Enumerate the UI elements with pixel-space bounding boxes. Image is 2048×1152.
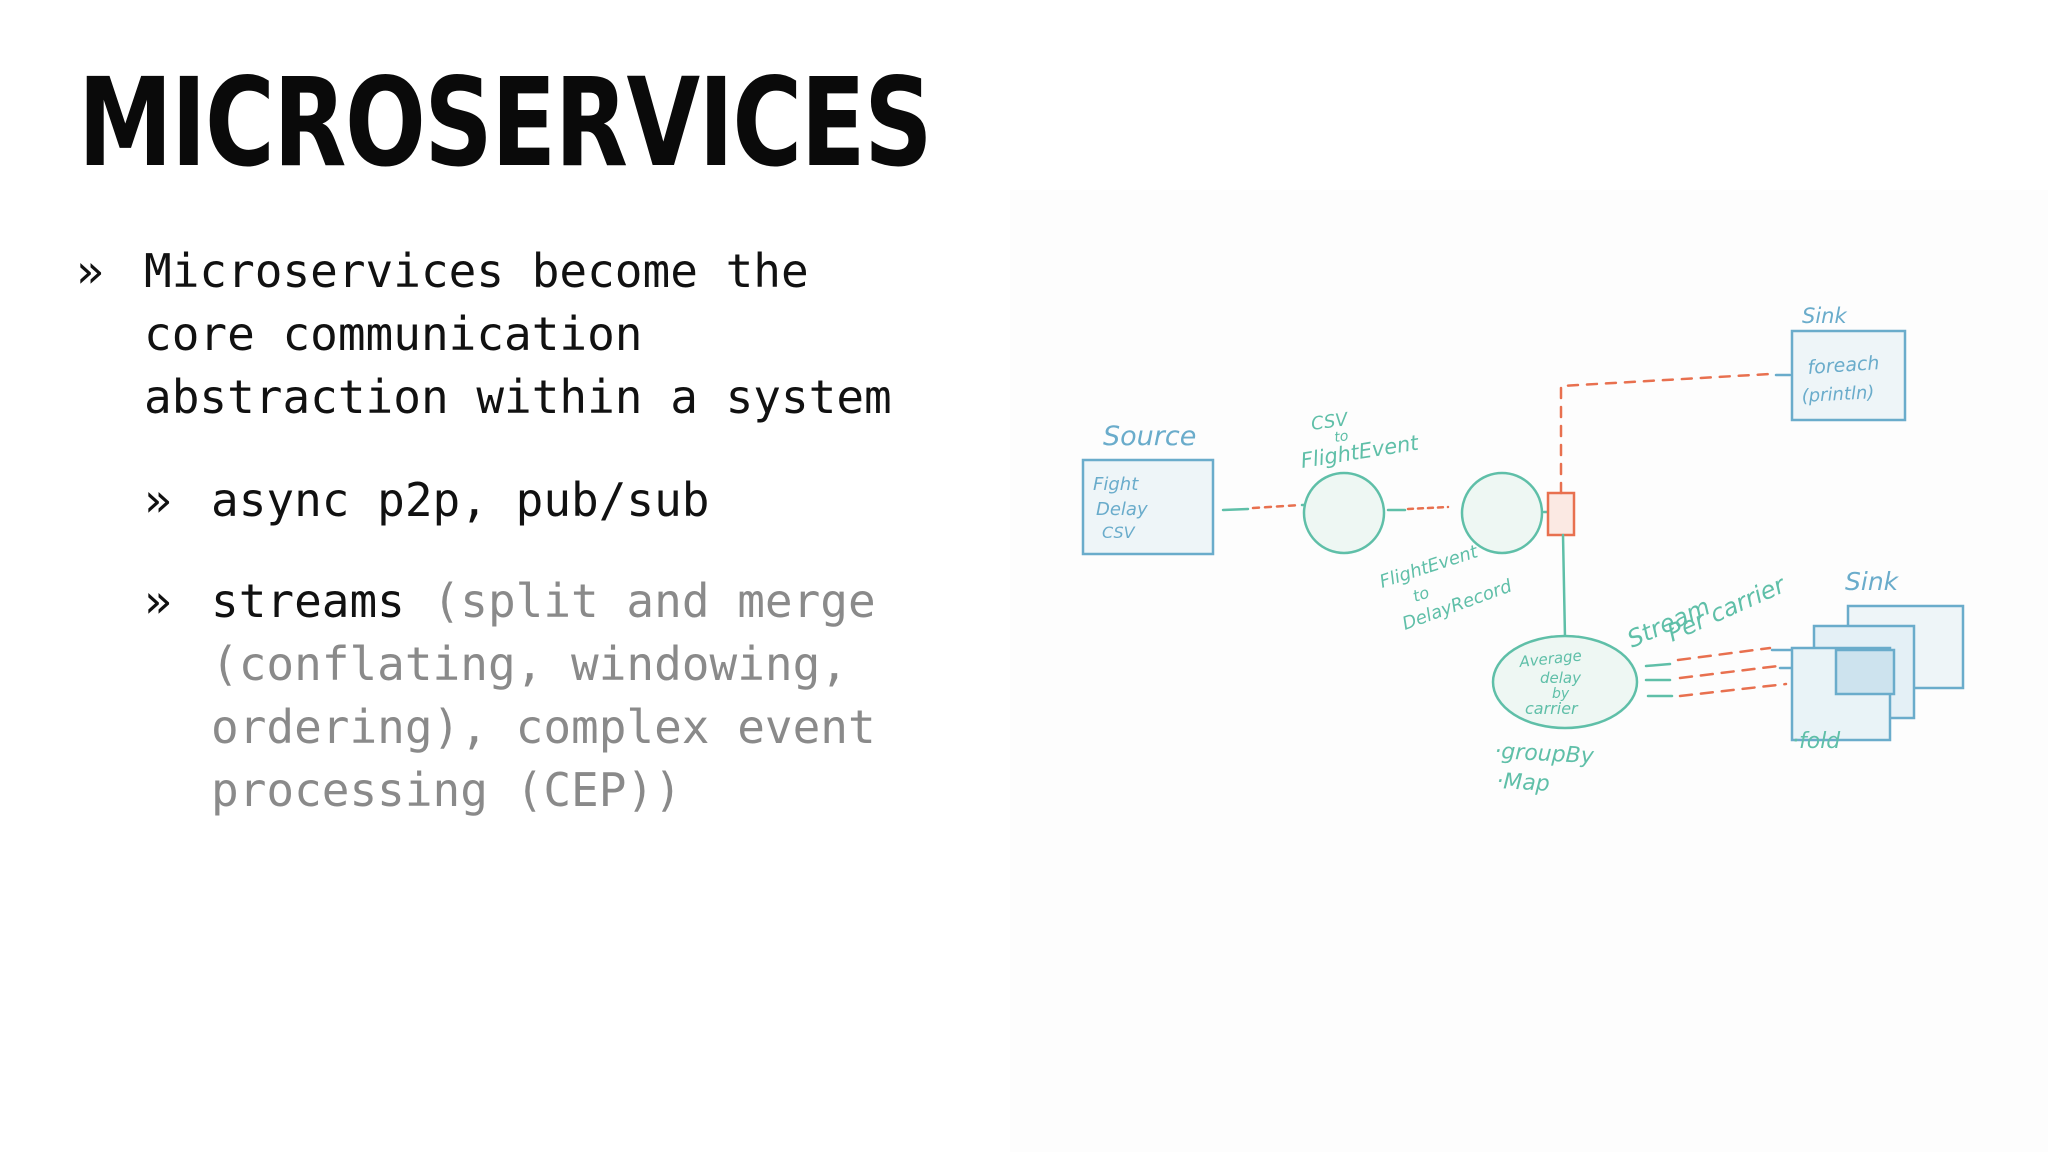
map-label: ·Map <box>1496 769 1551 797</box>
flightevent-to-delayrecord-line-2: to <box>1410 583 1431 606</box>
bullet-item-streams: » streams (split and merge (conflating, … <box>144 570 976 822</box>
connector-split-sink-top <box>1559 372 1772 495</box>
csv-label-line-2: to <box>1333 428 1349 446</box>
sink-top-box-line-1: foreach <box>1807 352 1880 379</box>
stream-diagram-panel: Source Fight Delay CSV CSV to FlightEven… <box>1010 190 2048 1152</box>
bullet-item-async: » async p2p, pub/sub <box>144 469 976 532</box>
source-box <box>1081 458 1215 556</box>
bullet-text-emphasis: streams <box>211 574 405 628</box>
connector-source-circle1 <box>1221 507 1250 512</box>
source-box-line-3: CSV <box>1102 523 1136 542</box>
stream-diagram: Source Fight Delay CSV CSV to FlightEven… <box>1081 304 1965 797</box>
stream-per-carrier-dashes <box>1676 646 1772 662</box>
sink-top-box <box>1790 329 1907 422</box>
average-line-2: delay <box>1540 669 1582 687</box>
connector-circle1-circle2 <box>1406 505 1450 511</box>
slide-title: MICROSERVICES <box>78 52 933 194</box>
bullet-text-muted: (split and merge (conflating, windowing,… <box>211 574 876 817</box>
sink-bottom-label: Sink <box>1845 567 1900 596</box>
source-label: Source <box>1103 421 1196 452</box>
sink-top-box-line-2: (println) <box>1801 382 1875 407</box>
sink-top-label: Sink <box>1802 304 1847 328</box>
bullet-list: » Microservices become the core communic… <box>76 240 976 822</box>
source-box-line-2: Delay <box>1096 499 1148 520</box>
bullet-text: Microservices become the core communicat… <box>144 244 892 424</box>
average-line-4: carrier <box>1525 699 1579 718</box>
bullet-marker: » <box>144 473 172 527</box>
flightevent-delayrecord-circle <box>1460 471 1544 555</box>
bullet-text: streams (split and merge (conflating, wi… <box>211 570 971 822</box>
connector-source-circle1-dash <box>1251 503 1302 510</box>
csv-label-line-3: FlightEvent <box>1299 431 1421 473</box>
bullet-marker: » <box>76 244 104 298</box>
average-line-3: by <box>1552 686 1570 702</box>
groupby-label: ·groupBy <box>1494 739 1596 769</box>
fold-label: ·fold <box>1792 729 1841 754</box>
csv-flightevent-circle <box>1302 471 1386 555</box>
average-delay-ellipse <box>1491 634 1639 730</box>
bullet-marker: » <box>144 574 172 628</box>
split-node <box>1546 491 1576 537</box>
bullet-item-microservices: » Microservices become the core communic… <box>76 240 976 429</box>
flightevent-to-delayrecord-line-1: FlightEvent <box>1377 541 1481 593</box>
bullet-text: async p2p, pub/sub <box>211 473 710 527</box>
connector-split-average <box>1561 533 1567 640</box>
source-box-line-1: Fight <box>1093 474 1139 495</box>
